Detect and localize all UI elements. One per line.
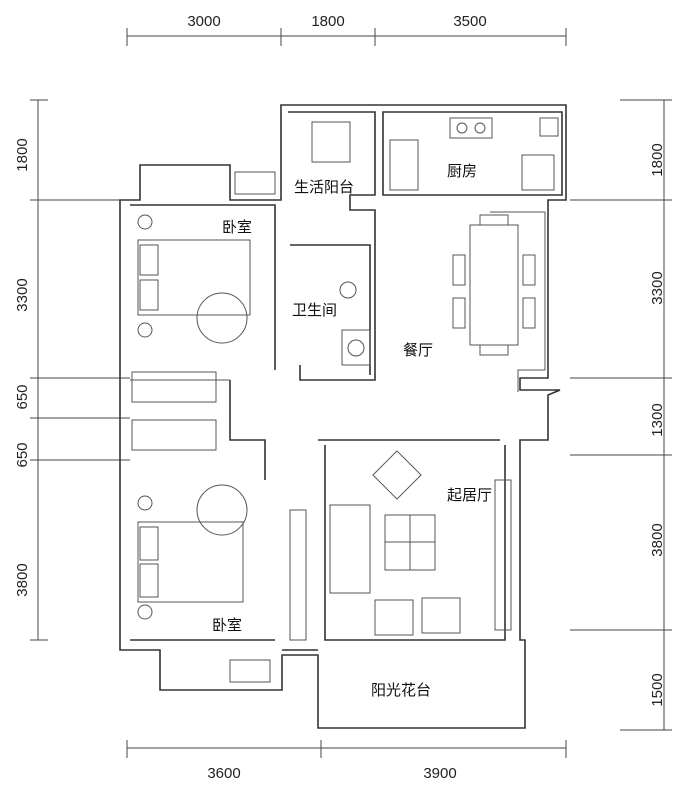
bottom-dimension-line: 3600 3900 xyxy=(126,740,567,782)
toilet xyxy=(339,281,357,299)
dim-left-5: 3800 xyxy=(14,563,31,596)
bed-bottom xyxy=(137,521,244,603)
dining-table xyxy=(469,224,519,346)
label-bedroom-bottom: 卧室 xyxy=(212,616,242,634)
dim-left-1: 1800 xyxy=(14,138,31,171)
wardrobe xyxy=(131,419,217,451)
label-utility-balcony: 生活阳台 xyxy=(294,178,354,196)
dim-right-3: 1300 xyxy=(649,403,666,436)
bed-top xyxy=(137,239,251,316)
dim-bottom-1: 3600 xyxy=(207,765,240,782)
dim-right-2: 3300 xyxy=(649,271,666,304)
dim-top-3: 3500 xyxy=(453,13,486,30)
label-sun-terrace: 阳光花台 xyxy=(371,681,431,699)
dim-top-1: 3000 xyxy=(187,13,220,30)
right-dimension-line: 1800 3300 1300 3800 1500 xyxy=(570,99,672,731)
washing-machine xyxy=(311,121,351,163)
dim-bottom-2: 3900 xyxy=(423,765,456,782)
dim-right-4: 3800 xyxy=(649,523,666,556)
label-kitchen: 厨房 xyxy=(447,162,477,180)
label-bedroom-top: 卧室 xyxy=(222,218,252,236)
fridge xyxy=(521,154,555,191)
stove xyxy=(449,117,493,139)
top-dimension-line: 3000 1800 3500 xyxy=(126,13,567,46)
dim-right-1: 1800 xyxy=(649,143,666,176)
dim-top-2: 1800 xyxy=(311,13,344,30)
dim-left-2: 3300 xyxy=(14,278,31,311)
furniture xyxy=(131,117,559,683)
tv-cabinet xyxy=(289,509,307,641)
label-living: 起居厅 xyxy=(447,486,492,504)
dim-left-4: 650 xyxy=(14,442,31,467)
label-dining: 餐厅 xyxy=(403,341,433,359)
walls xyxy=(119,104,567,729)
left-dimension-line: 1800 3300 650 650 3800 xyxy=(14,99,130,641)
dim-left-3: 650 xyxy=(14,384,31,409)
label-bathroom: 卫生间 xyxy=(292,301,337,319)
wardrobe xyxy=(131,371,217,403)
dim-right-5: 1500 xyxy=(649,673,666,706)
sofa xyxy=(329,504,371,594)
room-labels: 生活阳台 厨房 卧室 卫生间 餐厅 起居厅 卧室 阳光花台 xyxy=(212,162,492,699)
sink xyxy=(389,139,419,191)
shower xyxy=(341,329,371,366)
